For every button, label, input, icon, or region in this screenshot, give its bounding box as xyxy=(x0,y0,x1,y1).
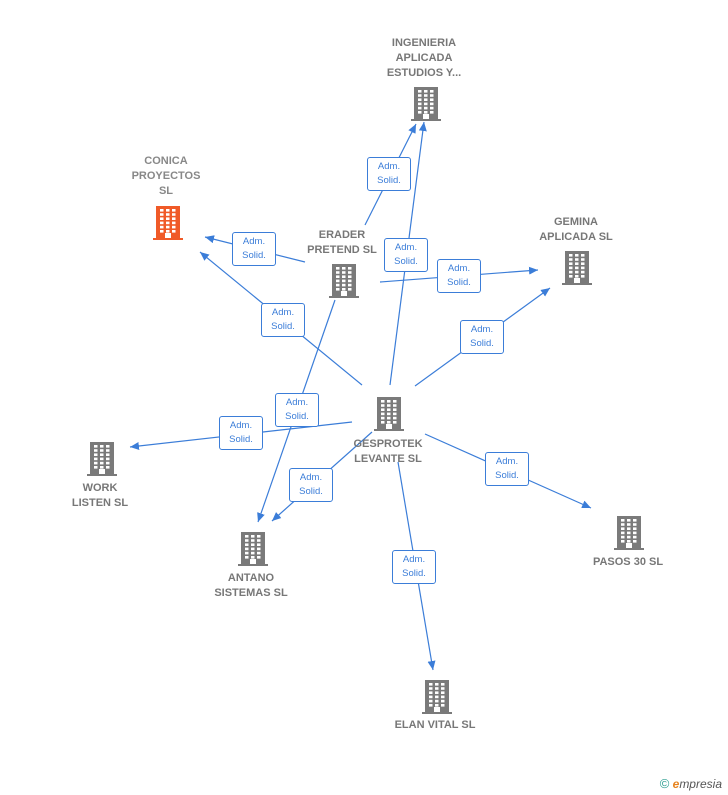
node-gesprotek-building-icon[interactable] xyxy=(374,397,404,431)
node-label-pasos[interactable]: PASOS 30 SL xyxy=(592,556,664,568)
node-conica-building-icon[interactable] xyxy=(153,206,183,240)
edge-label-gesprotek-to-elan[interactable]: Adm. Solid. xyxy=(392,550,436,584)
edge-label-gesprotek-to-gemina[interactable]: Adm. Solid. xyxy=(460,320,504,354)
node-elan-building-icon[interactable] xyxy=(422,680,452,714)
node-label-work[interactable]: WORK LISTEN SL xyxy=(71,482,129,509)
edge-label-erader-to-gemina[interactable]: Adm. Solid. xyxy=(437,259,481,293)
node-label-gemina[interactable]: GEMINA APLICADA SL xyxy=(539,216,613,243)
edge-label-gesprotek-to-work[interactable]: Adm. Solid. xyxy=(219,416,263,450)
edge-label-gesprotek-to-conica[interactable]: Adm. Solid. xyxy=(261,303,305,337)
node-antano-building-icon[interactable] xyxy=(238,532,268,566)
node-ingenieria-building-icon[interactable] xyxy=(411,87,441,121)
node-label-erader[interactable]: ERADER PRETEND SL xyxy=(307,229,377,256)
node-label-ingenieria[interactable]: INGENIERIA APLICADA ESTUDIOS Y... xyxy=(386,37,462,79)
brand-logo-e: e xyxy=(672,777,680,791)
node-work-building-icon[interactable] xyxy=(87,442,117,476)
footer-brand: © empresia xyxy=(660,776,722,791)
edge-label-gesprotek-to-antano[interactable]: Adm. Solid. xyxy=(289,468,333,502)
edge-label-erader-to-antano[interactable]: Adm. Solid. xyxy=(275,393,319,427)
node-erader-building-icon[interactable] xyxy=(329,264,359,298)
node-label-antano[interactable]: ANTANO SISTEMAS SL xyxy=(214,572,288,599)
brand-logo-text: mpresia xyxy=(679,777,722,791)
node-gemina-building-icon[interactable] xyxy=(562,251,592,285)
copyright-symbol: © xyxy=(659,776,670,791)
edge-label-gesprotek-to-ingenieria[interactable]: Adm. Solid. xyxy=(384,238,428,272)
node-pasos-building-icon[interactable] xyxy=(614,516,644,550)
node-label-elan[interactable]: ELAN VITAL SL xyxy=(394,719,476,731)
node-label-gesprotek[interactable]: GESPROTEK LEVANTE SL xyxy=(353,438,423,465)
edge-label-erader-to-conica[interactable]: Adm. Solid. xyxy=(232,232,276,266)
edge-label-erader-to-ingenieria[interactable]: Adm. Solid. xyxy=(367,157,411,191)
edge-label-gesprotek-to-pasos[interactable]: Adm. Solid. xyxy=(485,452,529,486)
node-label-conica[interactable]: CONICA PROYECTOS SL xyxy=(131,155,201,197)
